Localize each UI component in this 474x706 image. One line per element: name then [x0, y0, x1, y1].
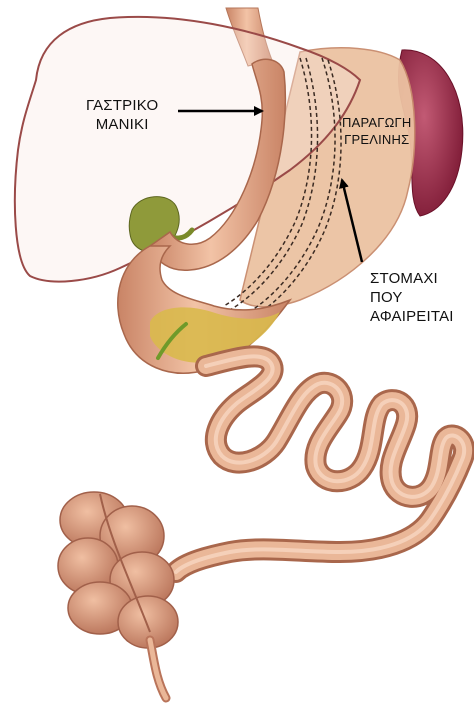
small-intestine-fill	[176, 356, 464, 572]
ghrelin-label-line-1: ΠΑΡΑΓΩΓΗ	[342, 114, 411, 131]
gastric-sleeve-label-line-1: ΓΑΣΤΡΙΚΟ	[86, 96, 158, 115]
removed-label-line-3: ΑΦΑΙΡΕΙΤΑΙ	[370, 307, 454, 326]
gastric-sleeve-label-line-2: ΜΑΝΙΚΙ	[86, 115, 158, 134]
gastric-sleeve-label: ΓΑΣΤΡΙΚΟ ΜΑΝΙΚΙ	[86, 96, 158, 134]
removed-stomach-label: ΣΤΟΜΑΧΙ ΠΟΥ ΑΦΑΙΡΕΙΤΑΙ	[370, 269, 454, 326]
removed-label-line-2: ΠΟΥ	[370, 288, 454, 307]
removed-label-line-1: ΣΤΟΜΑΧΙ	[370, 269, 454, 288]
ghrelin-production-label: ΠΑΡΑΓΩΓΗ ΓΡΕΛΙΝΗΣ	[342, 114, 411, 148]
ghrelin-label-line-2: ΓΡΕΛΙΝΗΣ	[342, 131, 411, 148]
large-intestine	[58, 492, 178, 648]
